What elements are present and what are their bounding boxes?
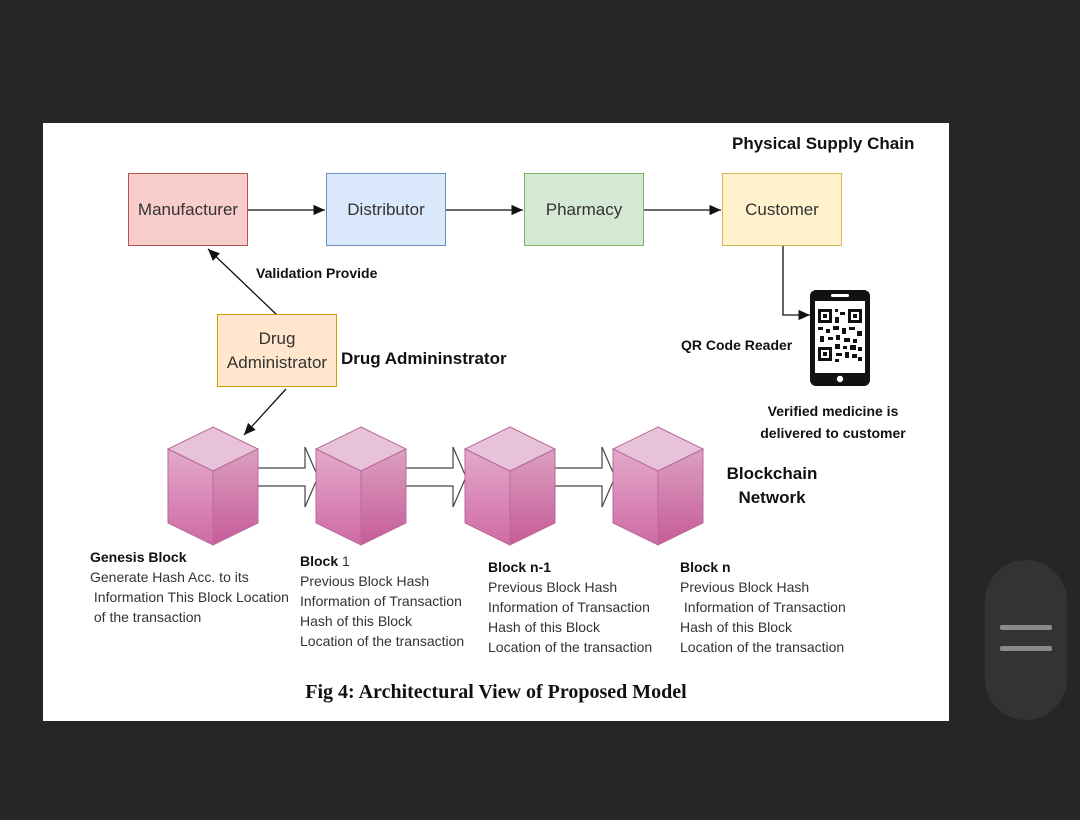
floating-menu-handle[interactable] <box>985 560 1067 720</box>
manufacturer-label: Manufacturer <box>137 199 239 219</box>
blockchain-network-label: Blockchain Network <box>717 462 827 510</box>
block-n-line-1: Previous Block Hash <box>680 579 810 595</box>
qr-phone-icon <box>810 290 870 386</box>
manufacturer-node: Manufacturer <box>128 173 248 246</box>
block-1-title-suffix: 1 <box>338 553 350 569</box>
block-1-line-2: Information of Transaction <box>300 593 462 609</box>
block-n-1-title: Block n-1 <box>488 559 552 575</box>
block-n-line-3: Hash of this Block <box>680 619 793 635</box>
genesis-line-3: of the transaction <box>90 609 202 625</box>
cube-genesis <box>166 426 260 546</box>
customer-node: Customer <box>722 173 842 246</box>
cube-block-n-1 <box>463 426 557 546</box>
block-n-1-line-1: Previous Block Hash <box>488 579 618 595</box>
block-n-line-4: Location of the transaction <box>680 639 845 655</box>
arrow-validation <box>207 248 278 316</box>
architecture-figure: Physical Supply Chain Manufacturer Distr… <box>43 123 949 721</box>
drug-admin-line1: Drug <box>258 328 296 348</box>
verified-line-2: delivered to customer <box>760 425 906 441</box>
block-1-title: Block <box>300 553 339 569</box>
cube-block-1 <box>314 426 408 546</box>
customer-label: Customer <box>745 199 819 219</box>
block-1-line-4: Location of the transaction <box>300 633 465 649</box>
validation-provide-label: Validation Provide <box>256 265 378 281</box>
arrow-admin-genesis <box>243 388 287 436</box>
block-arrow-1 <box>256 446 319 508</box>
block-1-line-1: Previous Block Hash <box>300 573 430 589</box>
physical-supply-chain-title: Physical Supply Chain <box>732 134 915 153</box>
genesis-line-2: Information This Block Location <box>90 589 289 605</box>
verified-medicine-label: Verified medicine is delivered to custom… <box>743 400 923 444</box>
qr-code-reader-label: QR Code Reader <box>681 337 793 353</box>
blockchain-line-1: Blockchain <box>726 464 818 483</box>
drug-admin-line2: Administrator <box>226 352 328 372</box>
genesis-line-1: Generate Hash Acc. to its <box>90 569 249 585</box>
block-1-line-3: Hash of this Block <box>300 613 413 629</box>
block-n-1-line-4: Location of the transaction <box>488 639 653 655</box>
menu-bar-icon-bottom <box>1000 646 1052 651</box>
block-n-line-2: Information of Transaction <box>680 599 846 615</box>
blockchain-line-2: Network <box>738 488 806 507</box>
block-n-1-line-3: Hash of this Block <box>488 619 601 635</box>
arrow-customer-qr <box>782 246 810 321</box>
distributor-node: Distributor <box>326 173 446 246</box>
figure-caption: Fig 4: Architectural View of Proposed Mo… <box>305 681 687 703</box>
pharmacy-node: Pharmacy <box>524 173 644 246</box>
block-n-description: Block n Previous Block Hash Information o… <box>680 557 846 657</box>
drug-administrator-side-label: Drug Admininstrator <box>341 349 507 368</box>
pharmacy-label: Pharmacy <box>545 199 623 219</box>
cube-block-n <box>611 426 705 546</box>
verified-line-1: Verified medicine is <box>767 403 899 419</box>
block-n-1-line-2: Information of Transaction <box>488 599 650 615</box>
distributor-label: Distributor <box>347 199 425 219</box>
genesis-block-title: Genesis Block <box>90 549 187 565</box>
menu-bar-icon-top <box>1000 625 1052 630</box>
block-arrow-2 <box>404 446 467 508</box>
block-n-title: Block n <box>680 559 731 575</box>
diagram-canvas <box>166 204 870 546</box>
block-arrow-3 <box>553 446 616 508</box>
drug-administrator-node: Drug Administrator <box>217 314 337 387</box>
